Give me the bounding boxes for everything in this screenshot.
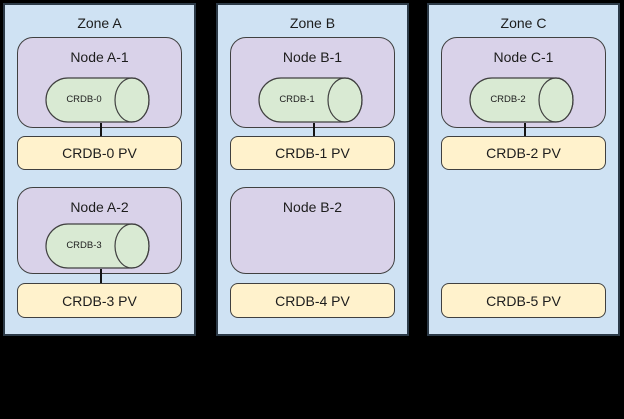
zone-c-label: Zone C xyxy=(500,15,547,31)
pv-crdb-3: CRDB-3 PV xyxy=(17,283,182,318)
pod-cylinder-icon xyxy=(469,77,574,123)
pod-crdb-2-label: CRDB-2 xyxy=(490,94,526,105)
pv-crdb-3-label: CRDB-3 PV xyxy=(62,292,137,309)
pv-crdb-1-label: CRDB-1 PV xyxy=(275,145,350,161)
pod-cylinder-icon xyxy=(258,77,363,123)
node-a2-label: Node A-2 xyxy=(70,199,129,215)
node-a1-label: Node A-1 xyxy=(70,49,129,65)
pod-crdb-3: CRDB-3 xyxy=(45,223,151,269)
pod-cylinder-icon xyxy=(45,77,150,123)
pv-crdb-0: CRDB-0 PV xyxy=(17,136,182,170)
pod-cylinder-icon xyxy=(45,223,150,269)
pod-crdb-0-label: CRDB-0 xyxy=(66,94,102,105)
pod-crdb-2: CRDB-2 xyxy=(469,77,575,123)
pv-crdb-5-label: CRDB-5 PV xyxy=(486,292,561,309)
zone-b-label: Zone B xyxy=(289,15,336,31)
node-b2-label: Node B-2 xyxy=(282,199,343,215)
node-b1-label: Node B-1 xyxy=(282,49,343,65)
pod-to-pv-connector xyxy=(313,123,315,136)
pv-crdb-4: CRDB-4 PV xyxy=(230,283,395,318)
zone-a: Zone A Node A-1 CRDB-0 CRDB-0 PV Node A-… xyxy=(3,3,196,336)
pod-crdb-0: CRDB-0 xyxy=(45,77,151,123)
node-c1-label: Node C-1 xyxy=(493,49,554,65)
pv-crdb-0-label: CRDB-0 PV xyxy=(62,145,137,161)
pv-crdb-1: CRDB-1 PV xyxy=(230,136,395,170)
zone-a-label: Zone A xyxy=(77,15,122,31)
pv-crdb-4-label: CRDB-4 PV xyxy=(275,292,350,309)
pv-crdb-5: CRDB-5 PV xyxy=(441,283,606,318)
pv-crdb-2-label: CRDB-2 PV xyxy=(486,145,561,161)
pod-to-pv-connector xyxy=(524,123,526,136)
pv-crdb-2: CRDB-2 PV xyxy=(441,136,606,170)
node-b2: Node B-2 xyxy=(230,187,395,274)
zone-c: Zone C Node C-1 CRDB-2 CRDB-2 PV CRDB-5 … xyxy=(427,3,620,336)
pod-to-pv-connector xyxy=(100,269,102,283)
pod-to-pv-connector xyxy=(100,123,102,136)
zone-b: Zone B Node B-1 CRDB-1 CRDB-1 PV Node B-… xyxy=(216,3,409,336)
pod-crdb-1-label: CRDB-1 xyxy=(279,94,315,105)
pod-crdb-1: CRDB-1 xyxy=(258,77,364,123)
pod-crdb-3-label: CRDB-3 xyxy=(66,240,102,251)
